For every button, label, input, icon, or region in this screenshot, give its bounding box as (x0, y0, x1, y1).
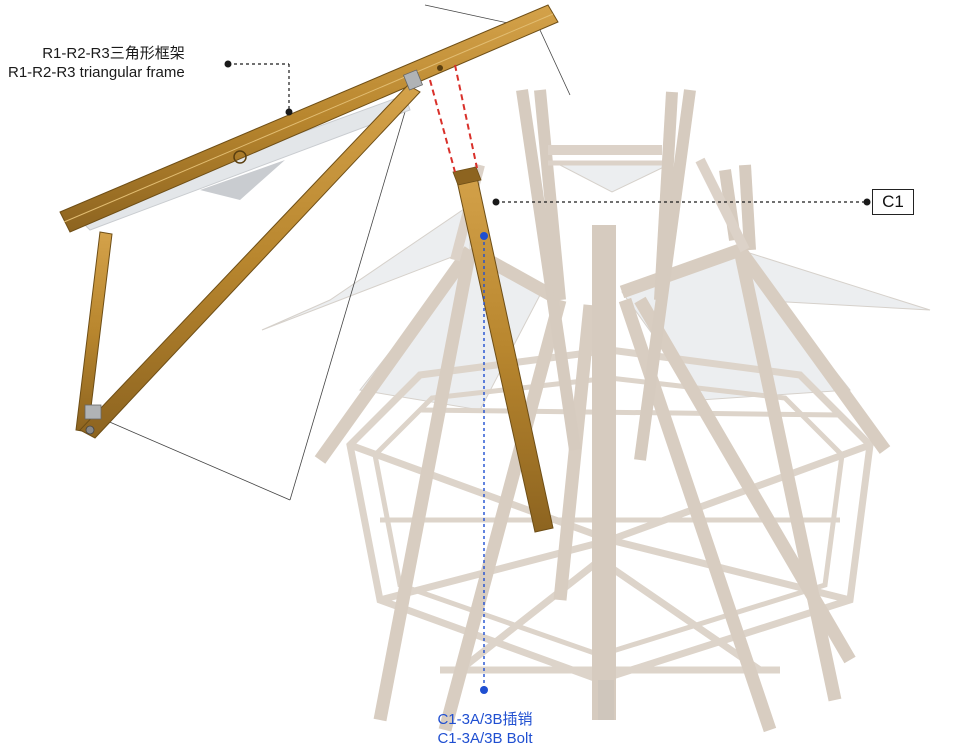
red-alignment-lines (429, 64, 478, 173)
joint-plate-bottom (84, 404, 102, 420)
column-c1 (452, 166, 554, 533)
rafter-r1 (59, 4, 559, 233)
triangular-frame (59, 4, 559, 439)
brace-r3 (79, 84, 421, 439)
joint-plate-top (402, 69, 424, 91)
bolt-bottom (85, 425, 95, 435)
frame-label: R1-R2-R3三角形框架 R1-R2-R3 triangular frame (8, 44, 185, 82)
frame-label-en: R1-R2-R3 triangular frame (8, 64, 185, 81)
bolt-leader-dot-top (480, 232, 488, 240)
frame-label-zh: R1-R2-R3三角形框架 (42, 45, 185, 62)
frame-leader-start-dot (224, 60, 232, 68)
bolt-label: C1-3A/3B插销 C1-3A/3B Bolt (410, 710, 560, 748)
bolt-hole-mid (233, 150, 247, 164)
bolt-leader-dot-bottom (480, 686, 488, 694)
bolt-label-zh: C1-3A/3B插销 (437, 711, 533, 728)
column-c1-top (452, 166, 482, 186)
frame-leader (228, 63, 290, 112)
c1-leader-dot-left (492, 198, 500, 206)
bolt-hole-top (437, 65, 443, 71)
bolt-label-en: C1-3A/3B Bolt (437, 730, 533, 747)
rafter-r1-highlight (63, 13, 554, 223)
frame-panel-shadow (200, 160, 285, 200)
center-post-foot (598, 680, 614, 720)
frame-leader-end-dot (285, 108, 293, 116)
c1-label-box: C1 (872, 189, 914, 215)
c1-leader-dot-right (863, 198, 871, 206)
pavilion-structure (261, 89, 931, 733)
